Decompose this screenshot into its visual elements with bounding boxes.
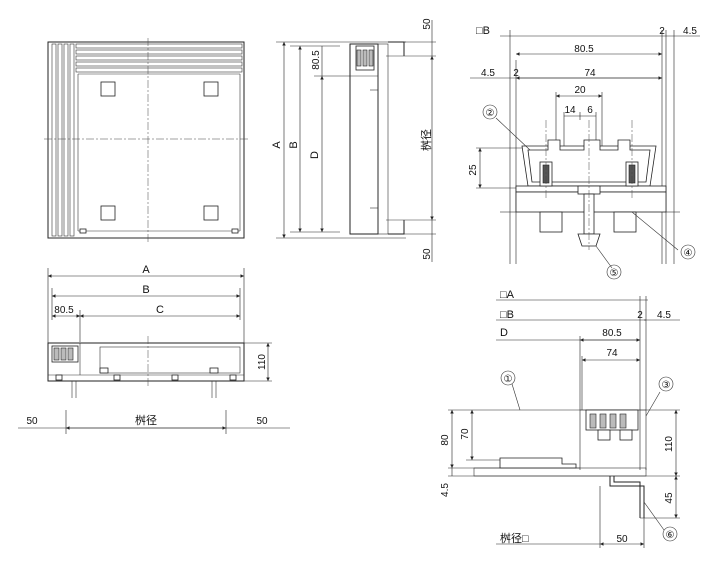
dim-4-5-upper-left: 4.5 bbox=[481, 68, 495, 79]
dim-4-5-vertical-lower: 4.5 bbox=[440, 483, 451, 497]
label-D-lower: D bbox=[500, 327, 508, 339]
dim-80-5-lower: 80.5 bbox=[602, 328, 622, 339]
dim-14: 14 bbox=[564, 105, 576, 116]
dim-50-bottom: 50 bbox=[422, 248, 433, 260]
dim-45-lower: 45 bbox=[664, 492, 675, 504]
dim-50-right: 50 bbox=[256, 416, 268, 427]
callout-circle-2 bbox=[482, 104, 498, 120]
callout-circle-6 bbox=[662, 526, 678, 542]
dim-74-upper: 74 bbox=[584, 68, 596, 79]
side-section-view bbox=[276, 20, 436, 262]
dim-A-vertical: A bbox=[271, 141, 283, 149]
dim-D-vertical: D bbox=[309, 151, 321, 159]
dim-50-lower: 50 bbox=[616, 534, 628, 545]
callout-4: ④ bbox=[684, 248, 693, 259]
dim-80-lower: 80 bbox=[440, 434, 451, 446]
callout-circle-4 bbox=[680, 244, 696, 260]
dim-80-5-vertical: 80.5 bbox=[311, 50, 322, 70]
dim-70-lower: 70 bbox=[460, 428, 471, 440]
label-masu-sq: 桝径□ bbox=[500, 531, 529, 545]
callout-1: ① bbox=[504, 374, 513, 385]
dim-2-upper: 2 bbox=[659, 26, 665, 37]
dim-A-horizontal: A bbox=[142, 264, 150, 276]
callout-2: ② bbox=[486, 108, 495, 119]
callout-3: ③ bbox=[662, 380, 671, 391]
dim-B-vertical: B bbox=[288, 141, 300, 148]
dim-6: 6 bbox=[587, 105, 593, 116]
callout-circle-3 bbox=[658, 376, 674, 392]
dim-110-lower: 110 bbox=[664, 436, 675, 452]
dim-25: 25 bbox=[468, 164, 479, 176]
plan-view bbox=[44, 38, 250, 242]
label-sq-B: □B bbox=[476, 25, 490, 37]
dim-C-horizontal: C bbox=[156, 304, 164, 316]
callout-6: ⑥ bbox=[666, 530, 675, 541]
dim-74-lower: 74 bbox=[606, 348, 618, 359]
front-elevation bbox=[18, 268, 290, 434]
dim-4-5-lower: 4.5 bbox=[657, 310, 671, 321]
dim-80-5-horizontal: 80.5 bbox=[54, 305, 74, 316]
dim-B-horizontal: B bbox=[142, 284, 149, 296]
callout-circle-5 bbox=[606, 264, 622, 280]
dim-masu-vertical: 桝径 bbox=[419, 129, 433, 151]
dim-4-5-upper-right: 4.5 bbox=[683, 26, 697, 37]
callout-circle-1 bbox=[500, 370, 516, 386]
label-sq-A: □A bbox=[500, 289, 515, 301]
dim-80-5-upper: 80.5 bbox=[574, 44, 594, 55]
label-sq-B-lower: □B bbox=[500, 309, 514, 321]
dim-masu-horizontal: 桝径 bbox=[135, 413, 157, 427]
dim-2-lower: 2 bbox=[637, 310, 643, 321]
dim-50-left: 50 bbox=[26, 416, 38, 427]
dim-50-top: 50 bbox=[422, 18, 433, 30]
dim-20: 20 bbox=[574, 85, 586, 96]
callout-5: ⑤ bbox=[610, 268, 619, 279]
dim-2-upper-left: 2 bbox=[513, 68, 519, 79]
dim-110-elevation: 110 bbox=[257, 354, 268, 370]
detail-view-upper bbox=[470, 30, 700, 269]
detail-view-lower bbox=[448, 296, 680, 548]
